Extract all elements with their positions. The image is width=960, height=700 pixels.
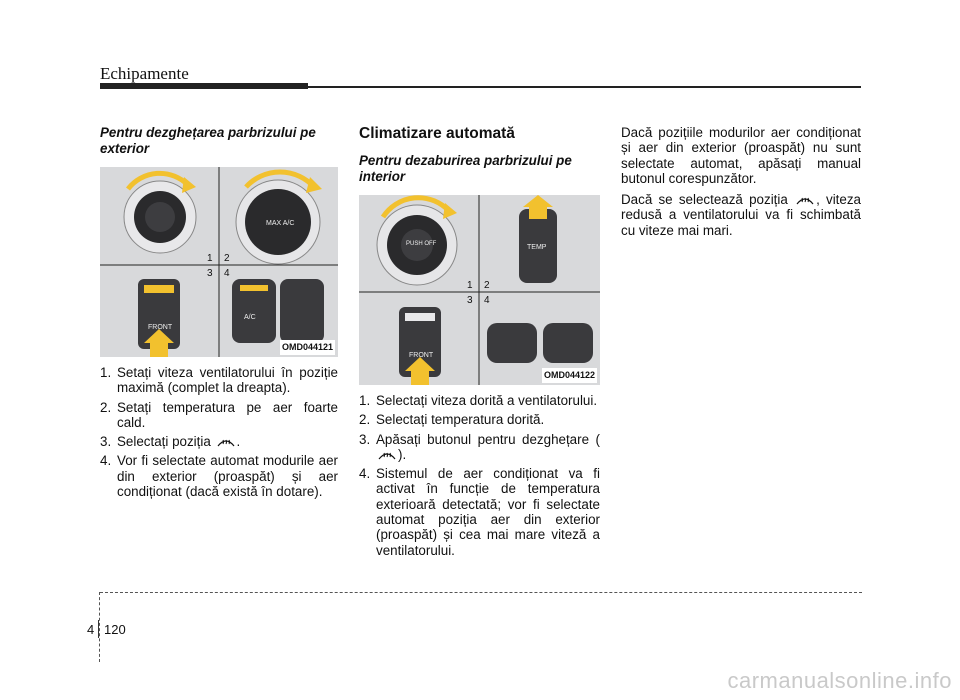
panel-number-4: 4: [484, 295, 490, 306]
footer-dashed-rule: [100, 592, 862, 593]
knob-push-off-text: PUSH OFF: [406, 241, 437, 247]
defrost-windshield-icon: [217, 439, 234, 447]
temp-rocker-text: TEMP: [527, 244, 547, 251]
list-item: 3.Apăsați butonul pentru dezghețare ( ).: [359, 431, 600, 462]
figure-omd044122: PUSH OFF TEMP FRONT 1 2 3 4 OMD044122: [359, 195, 600, 385]
list-item: 2.Selectați temperatura dorită.: [359, 412, 545, 428]
figure-omd044121: MAX A/C FRONT A/C 1 2 3 4 OMD044121: [100, 167, 338, 357]
list-item: 1.Selectați viteza dorită a ventilatorul…: [359, 393, 598, 408]
column-1: Pentru dezghețarea parbrizului pe exteri…: [100, 125, 338, 503]
panel-number-2: 2: [484, 280, 490, 291]
climate-controls-illustration-1: MAX A/C FRONT A/C 1 2 3 4: [100, 167, 338, 357]
chapter-number: 4: [87, 622, 95, 637]
figure-code-label: OMD044121: [279, 339, 335, 355]
panel-number-3: 3: [207, 268, 213, 279]
defrost-windshield-icon: [796, 197, 814, 205]
list-item: 4.Sistemul de aer condiționat va fi acti…: [359, 466, 600, 558]
watermark-text: carmanualsonline.info: [727, 668, 952, 693]
footer-dashed-vertical: [99, 592, 100, 662]
column-2: Climatizare automată Pentru dezaburirea …: [359, 125, 600, 562]
page-header-title: Echipamente: [100, 64, 189, 83]
paragraph-fan-speed: Dacă se selectează poziția , viteza redu…: [621, 192, 861, 238]
panel-number-1: 1: [467, 280, 473, 291]
list-item: 1.Setați viteza ventilatorului în poziți…: [100, 365, 338, 396]
panel-number-3: 3: [467, 295, 473, 306]
button-front-text: FRONT: [148, 324, 173, 331]
subheading-exterior-defrost: Pentru dezghețarea parbrizului pe exteri…: [100, 125, 316, 156]
figure-code-label: OMD044122: [541, 367, 597, 383]
button-front-text: FRONT: [409, 352, 434, 359]
header-rule-thick: [100, 83, 308, 89]
header-rule-thin: [308, 86, 861, 88]
knob-max-ac-text: MAX A/C: [266, 220, 294, 227]
page-number: 120: [104, 622, 126, 637]
paragraph-manual-selection: Dacă pozițiile modurilor aer condiționat…: [621, 125, 861, 186]
list-item: 3.Selectați poziția .: [100, 434, 241, 450]
page-number-divider: [98, 620, 99, 638]
section-title-auto-climate: Climatizare automată: [359, 125, 515, 142]
defrost-windshield-icon: [378, 452, 396, 460]
button-ac-text: A/C: [244, 314, 256, 321]
steps-list-exterior: 1.Setați viteza ventilatorului în poziți…: [100, 365, 338, 499]
climate-controls-illustration-2: PUSH OFF TEMP FRONT 1 2 3 4: [359, 195, 600, 385]
steps-list-interior: 1.Selectați viteza dorită a ventilatorul…: [359, 393, 600, 558]
panel-number-1: 1: [207, 253, 213, 264]
list-item: 2.Setați temperatura pe aer foarte cald.: [100, 399, 338, 430]
panel-number-2: 2: [224, 253, 230, 264]
panel-number-4: 4: [224, 268, 230, 279]
list-item: 4.Vor fi selectate automat modurile aer …: [100, 453, 338, 500]
column-3: Dacă pozițiile modurilor aer condiționat…: [621, 125, 861, 244]
subheading-interior-defog: Pentru dezaburirea parbrizului pe interi…: [359, 153, 572, 184]
